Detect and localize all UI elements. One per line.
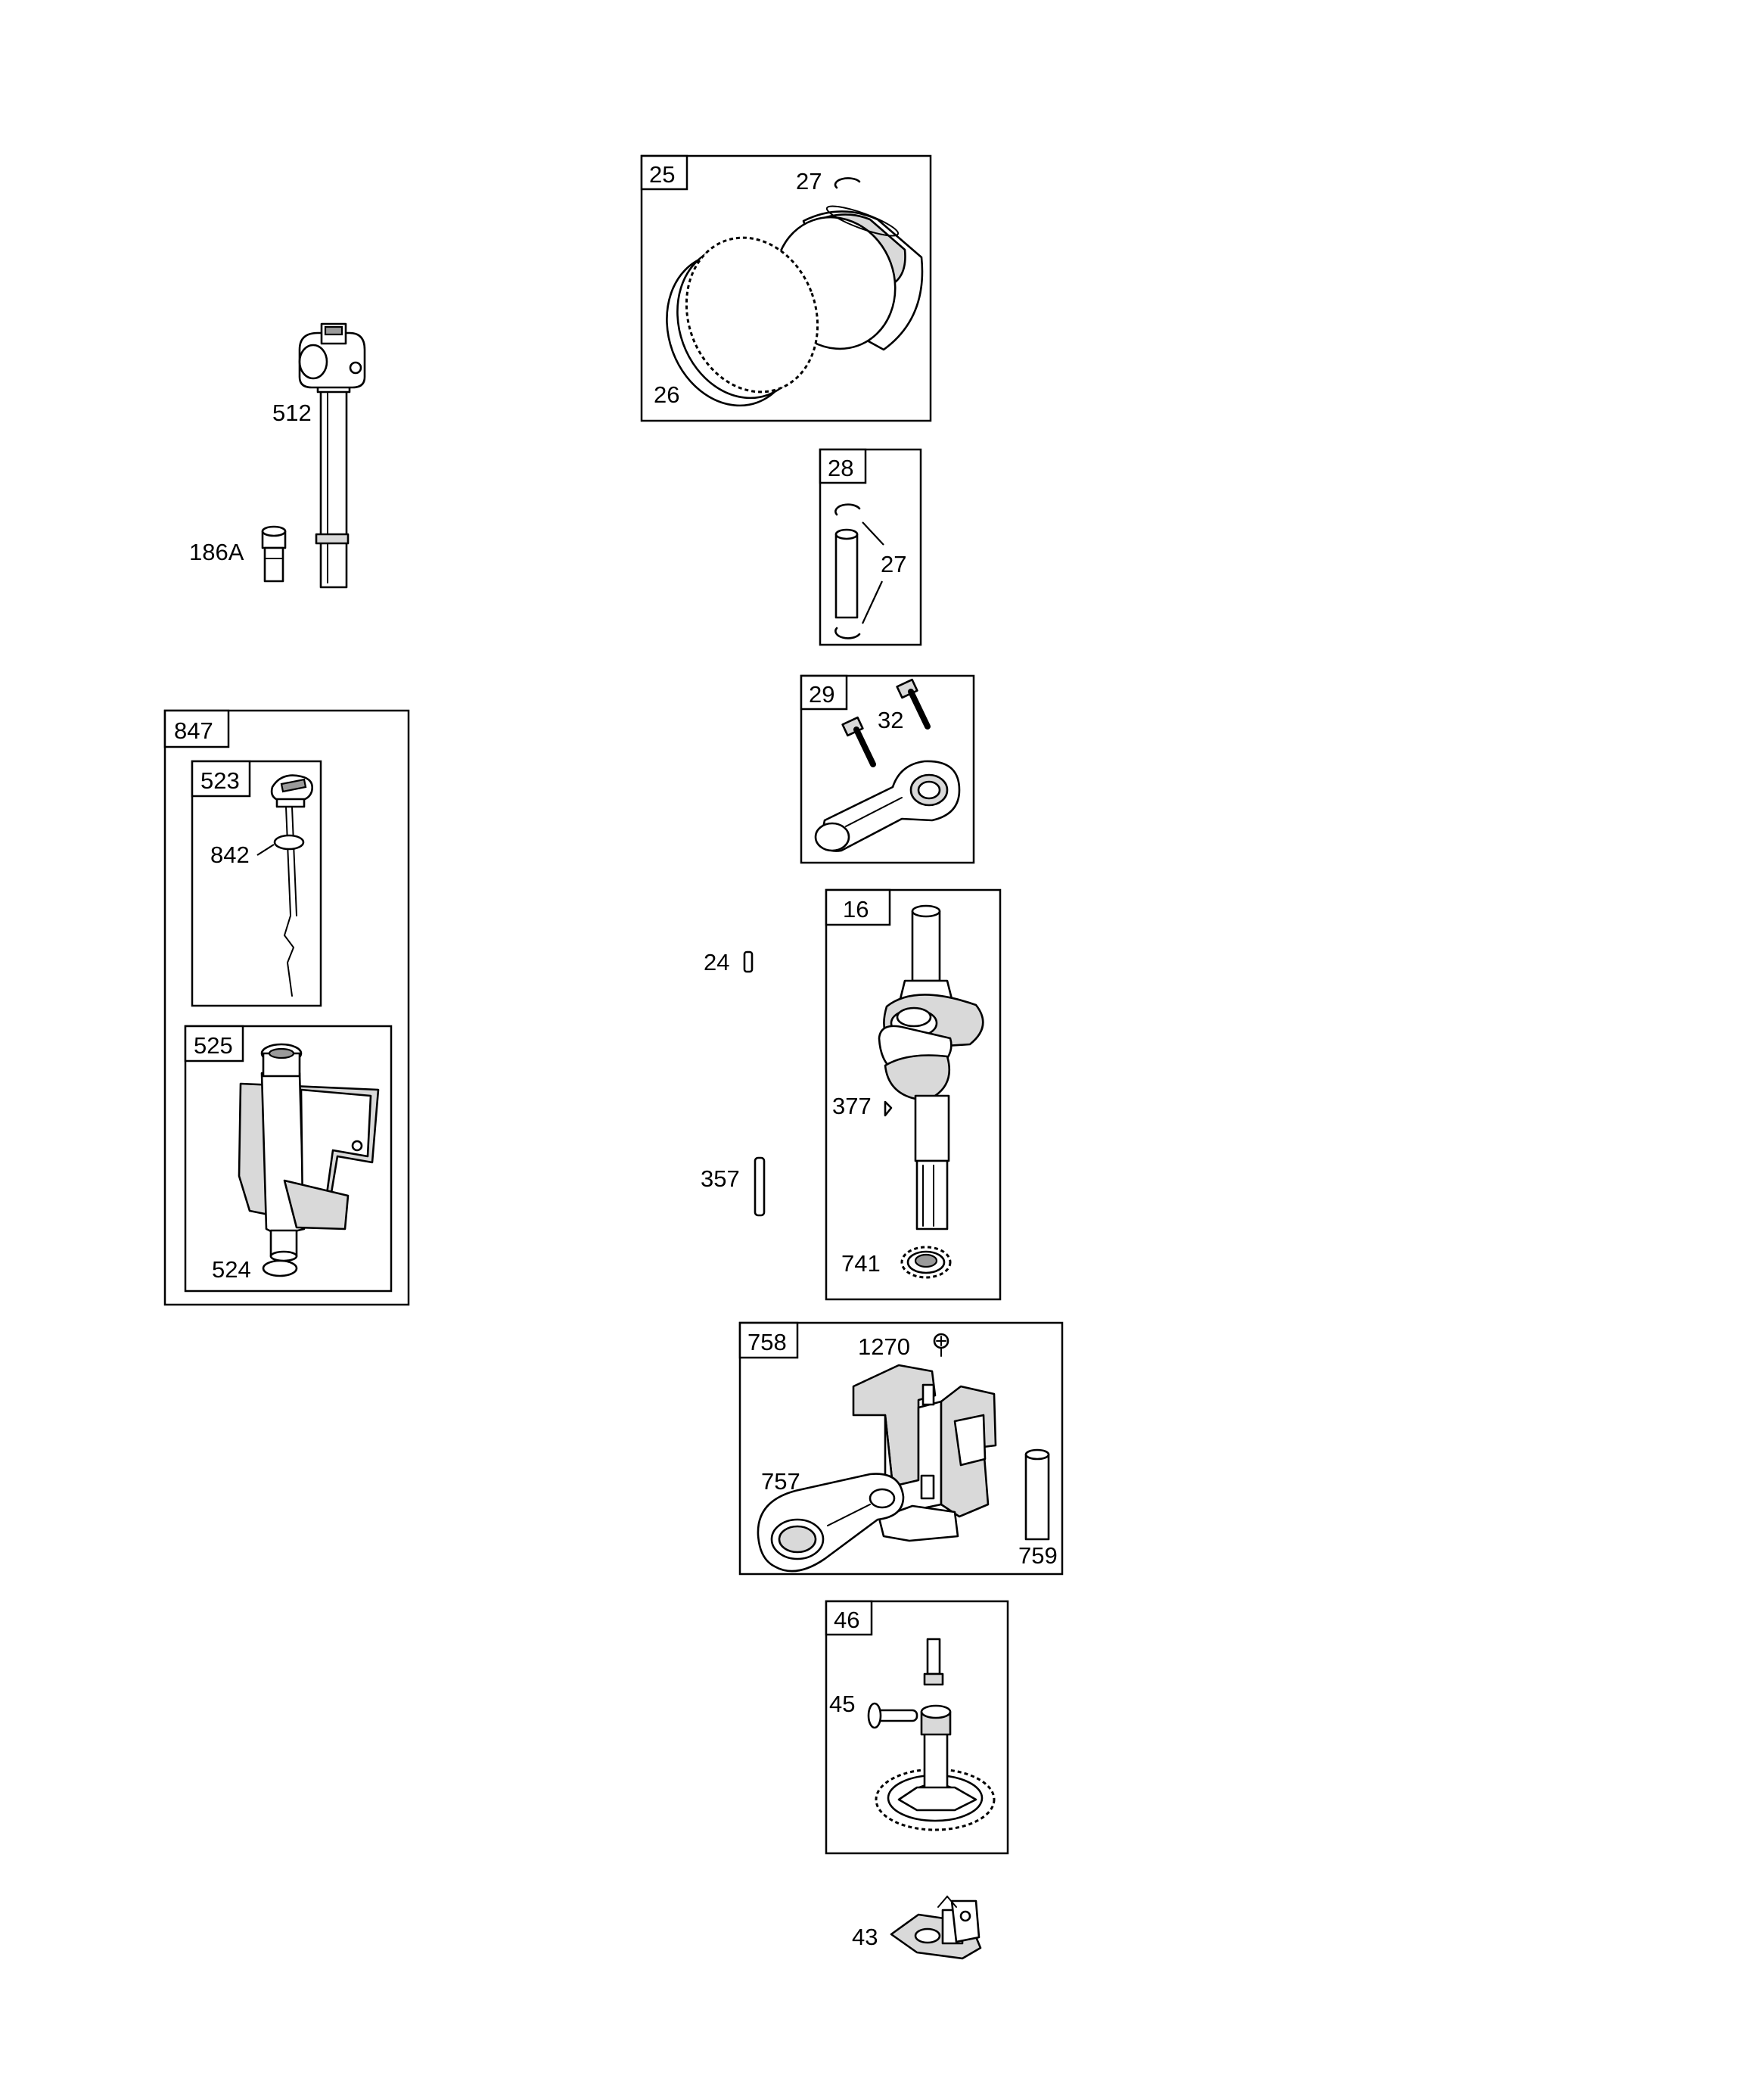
callout-842: 842 [210, 842, 250, 868]
callout-29: 29 [809, 681, 834, 708]
part-24-key[interactable] [743, 950, 754, 973]
callout-1270: 1270 [858, 1333, 910, 1360]
part-759-dowel-sleeve[interactable] [1024, 1448, 1050, 1541]
callout-757: 757 [761, 1468, 800, 1495]
callout-25: 25 [649, 161, 675, 188]
callout-357: 357 [701, 1165, 740, 1192]
callout-759: 759 [1018, 1542, 1058, 1569]
callout-46: 46 [834, 1607, 859, 1633]
part-524-o-ring[interactable] [262, 1259, 298, 1277]
leader-27-bottom [862, 580, 883, 624]
part-27-piston-pin-retainer[interactable] [834, 177, 861, 189]
part-46-camshaft[interactable] [875, 1638, 996, 1831]
callout-758: 758 [747, 1329, 787, 1355]
callout-32: 32 [878, 707, 903, 733]
callout-26: 26 [654, 381, 679, 408]
callout-27-pin: 27 [881, 551, 906, 577]
group-16-box [825, 888, 1002, 1301]
part-32-rod-bolts[interactable] [841, 678, 931, 767]
callout-27-piston: 27 [796, 168, 822, 194]
callout-43: 43 [852, 1924, 878, 1950]
group-25-box [640, 154, 932, 422]
group-29-box [800, 674, 975, 864]
part-523-dipstick[interactable] [270, 774, 313, 997]
part-16-crankshaft[interactable] [878, 904, 984, 1230]
part-357-pin[interactable] [754, 1156, 766, 1217]
callout-186a: 186A [189, 539, 244, 565]
part-512-dipstick-tube[interactable] [298, 322, 366, 589]
callout-525: 525 [194, 1032, 233, 1059]
callout-16: 16 [843, 896, 869, 922]
group-46-box [825, 1600, 1009, 1855]
part-43-governor-assembly[interactable] [890, 1895, 982, 1960]
part-29-connecting-rod[interactable] [814, 760, 961, 852]
group-16-tag [825, 888, 891, 926]
group-758-tag [738, 1321, 799, 1359]
callout-847: 847 [174, 717, 213, 744]
group-46-tag [825, 1600, 873, 1636]
part-377-key[interactable] [884, 1100, 893, 1117]
group-523-tag [191, 760, 251, 798]
callout-377: 377 [832, 1093, 872, 1119]
part-28-piston-pin[interactable] [834, 528, 859, 619]
leader-842 [256, 844, 275, 856]
part-45-cam-pin[interactable] [867, 1702, 918, 1729]
group-523-box [191, 760, 322, 1007]
callout-523: 523 [200, 767, 240, 794]
group-28-tag [819, 448, 867, 484]
group-29-tag [800, 674, 848, 711]
callout-24: 24 [704, 949, 729, 975]
group-758-box [738, 1321, 1064, 1576]
callout-741: 741 [841, 1250, 881, 1277]
part-1270-screw[interactable] [933, 1333, 949, 1357]
callout-45: 45 [829, 1691, 855, 1717]
part-186a-fitting[interactable] [261, 525, 287, 583]
callout-524: 524 [212, 1256, 251, 1283]
group-28-box [819, 448, 922, 646]
part-27-pin-retainers[interactable] [834, 503, 861, 639]
part-741-timing-gear[interactable] [900, 1246, 952, 1279]
group-847-tag [163, 709, 230, 748]
callout-512: 512 [272, 400, 312, 426]
group-847-box [163, 709, 410, 1306]
part-757-counterweight-link[interactable] [757, 1473, 905, 1573]
group-525-box [184, 1025, 393, 1293]
part-525-oil-fill-tube[interactable] [238, 1043, 380, 1262]
callout-28: 28 [828, 455, 853, 481]
part-26-piston-rings[interactable] [646, 219, 838, 424]
group-525-tag [184, 1025, 244, 1062]
group-25-tag [640, 154, 688, 191]
part-842-o-ring[interactable] [273, 834, 305, 851]
leader-27-top [862, 521, 884, 546]
